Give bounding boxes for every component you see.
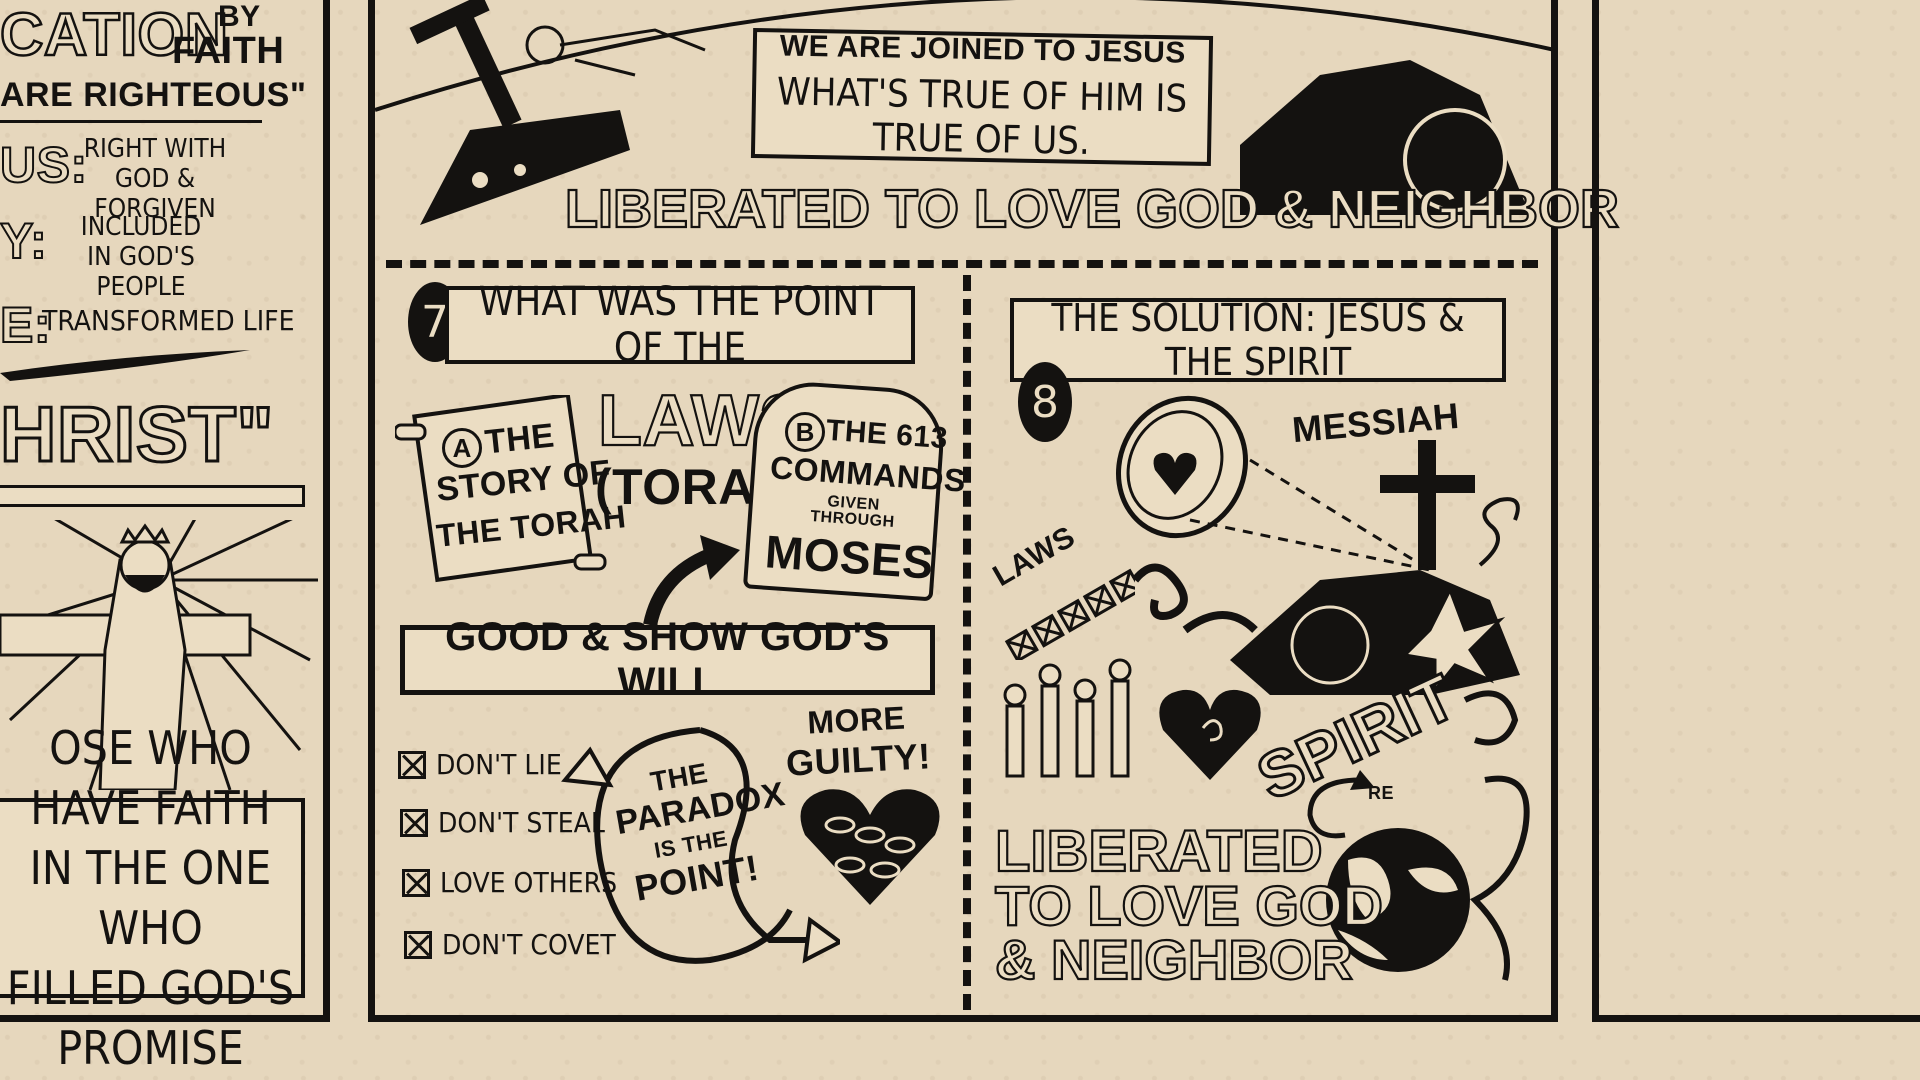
left-brush-stroke (0, 350, 250, 381)
swimmer-icon (525, 25, 706, 77)
outer-swirls (1463, 690, 1530, 981)
checklist-item-1: DON'T LIE (398, 748, 562, 781)
empty-tomb-icon (1240, 60, 1530, 215)
story-a-badge: A (442, 428, 482, 468)
left-panel (0, 0, 330, 1022)
dashed-lines (1189, 458, 1431, 572)
vertical-dashed-divider (963, 275, 971, 1010)
good-will-banner: GOOD & SHOW GOD'S WILL (400, 615, 935, 704)
left-row2-key: Y: (0, 212, 48, 270)
checklist-item-3: LOVE OTHERS (402, 866, 617, 899)
left-subtitle: ARE RIGHTEOUS" (0, 76, 307, 114)
bottom-liberated-line2: to LOVE GOD (994, 874, 1384, 937)
section7-question: WHAT WAS THE POINT OF THE (445, 279, 915, 371)
horizontal-dashed-divider (386, 260, 1538, 268)
left-row3-key: E: (0, 296, 52, 354)
checklist-item-2: DON'T STEAL (400, 806, 605, 839)
left-title-fragment: CATION (0, 0, 229, 69)
chained-heart-icon (800, 789, 940, 905)
checked-box-icon (398, 750, 426, 779)
chained-heart-coin-icon (1115, 395, 1249, 539)
left-row2-value: INCLUDED IN GOD'S PEOPLE (80, 212, 202, 302)
checked-box-icon (400, 808, 428, 837)
more-guilty-text: MORE GUILTY! (783, 696, 932, 783)
by-label: BY (218, 0, 261, 33)
section8-number: 8 (1018, 362, 1072, 442)
checklist-item-4: DON'T COVET (404, 928, 616, 961)
left-faith-line2: IN THE ONE WHO (29, 841, 272, 955)
top-arc (375, 0, 1555, 112)
christ-text: HRIST" (0, 390, 275, 478)
swirl-decoration (1131, 563, 1258, 634)
joined-line: WE ARE JOINED TO JESUS (779, 29, 1187, 70)
story-line1: THE (483, 416, 557, 462)
bottom-liberated-text: LIBERATED to LOVE GOD & NEIGHBOR (994, 819, 1384, 991)
paradox-loop-arrow (561, 727, 840, 964)
checked-box-icon (404, 930, 432, 959)
guilty-text: GUILTY! (785, 735, 932, 784)
bottom-liberated-line1: LIBERATED (994, 819, 1324, 884)
bottom-liberated-line3: & NEIGHBOR (994, 928, 1354, 991)
left-divider (0, 120, 262, 123)
curved-arrow-up (643, 535, 740, 627)
people-crowd-icon (1003, 658, 1132, 778)
spirit-swirl-icon (1478, 497, 1520, 567)
main-panel (368, 0, 1558, 1022)
section8-heading: THE SOLUTION: JESUS & THE SPIRIT (1010, 296, 1506, 384)
open-tomb-icon (1230, 570, 1520, 695)
left-scroll-bar (0, 485, 305, 507)
true-line: WHAT'S TRUE OF HIM IS TRUE OF US. (776, 69, 1188, 163)
spiral-arrow (1307, 770, 1375, 839)
right-empty-panel (1592, 0, 1920, 1022)
checklist-label-1: DON'T LIE (436, 748, 562, 781)
checklist-label-3: LOVE OTHERS (440, 866, 618, 899)
checked-box-icon (402, 868, 430, 897)
checklist-label-4: DON'T COVET (442, 928, 616, 961)
globe-icon (1326, 828, 1470, 972)
left-faith-line3: FILLED GOD'S PROMISE (6, 961, 295, 1075)
laws-checkboxes-icon (1004, 568, 1135, 660)
joined-banner: WE ARE JOINED TO JESUS WHAT'S TRUE OF HI… (750, 27, 1214, 167)
b-given: GIVEN THROUGH (809, 493, 896, 531)
left-row1-key: US: (0, 136, 88, 194)
left-row1-value: RIGHT WITH GOD & FORGIVEN (83, 134, 227, 224)
paradox-text: THE PARADOX IS THE POINT! (607, 749, 788, 909)
cross-grave-icon (409, 0, 630, 225)
jesus-figure (0, 520, 318, 790)
cross-icon (1380, 440, 1475, 570)
checklist-label-2: DON'T STEAL (438, 806, 605, 839)
faith-label: FAITH (172, 30, 285, 72)
left-row3-value: TRANSFORMED LIFE (42, 304, 295, 337)
top-liberated-text: LIBERATED to LOVE GOD & NEIGHBOR (564, 178, 1620, 240)
left-faith-line1: OSE WHO HAVE FAITH (30, 721, 271, 835)
b-badge: B (785, 412, 825, 452)
left-faith-banner: OSE WHO HAVE FAITH IN THE ONE WHO FILLED… (0, 721, 305, 1075)
heart-swirl-icon (1159, 689, 1261, 780)
